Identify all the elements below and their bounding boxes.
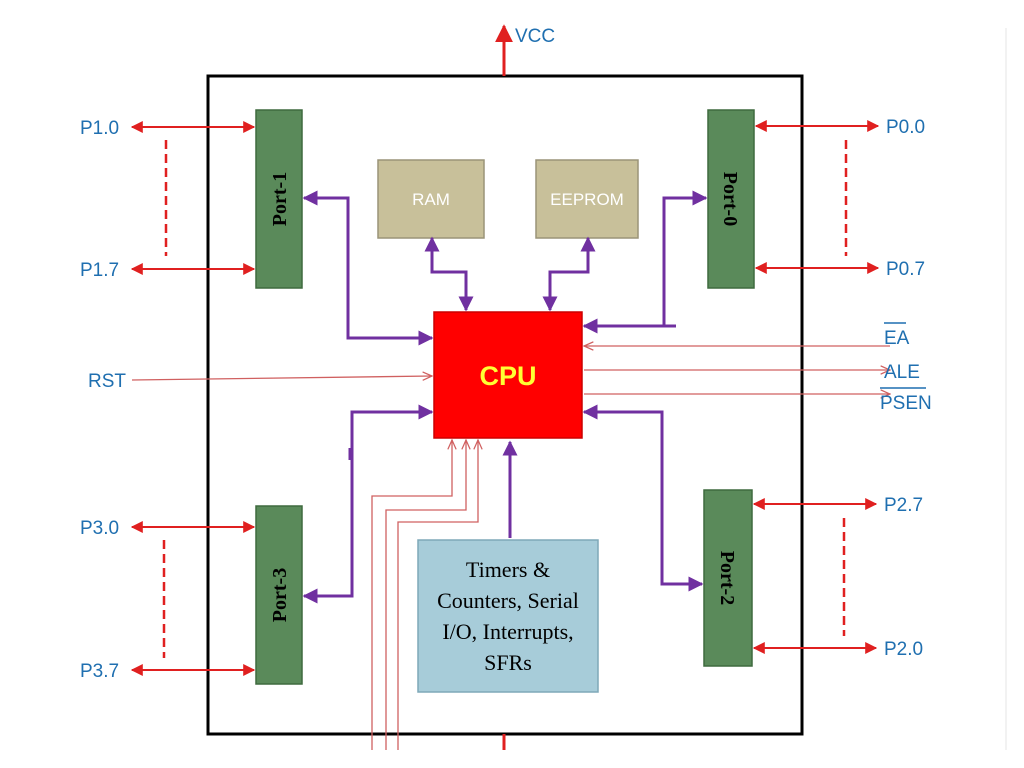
ram-label: RAM [412,190,450,209]
peripherals-block [417,539,599,693]
pin-label-p1-0: P1.0 [80,118,119,139]
pin-label-p1-7: P1.7 [80,260,119,281]
cpu-block [433,311,583,439]
bus-eeprom-cpu [542,236,596,312]
signal-label-psen: PSEN [880,393,932,414]
peripherals-line-2: Counters, Serial [437,588,579,613]
internal-bus-arrows [302,190,708,604]
pin-arrows [130,120,880,676]
port-3-block [255,505,303,685]
pin-label-p3-0: P3.0 [80,518,119,539]
signal-label-ea: EA [884,328,910,349]
ext-line-1 [371,440,452,750]
eeprom-label: EEPROM [550,190,624,209]
port-2-block [703,489,753,667]
pin-label-rst: RST [88,371,126,392]
port-1-label: Port-1 [269,172,291,226]
rst-line [131,376,432,380]
pin-label-p2-7: P2.7 [884,495,923,516]
port-1-block [255,109,303,289]
bus-port0-cpu [582,190,708,334]
port-0-block [707,109,755,289]
peripherals-line-4: SFRs [484,650,532,675]
pin-label-p3-7: P3.7 [80,661,119,682]
vcc-label: VCC [515,26,555,47]
pin-label-p0-0: P0.0 [886,117,925,138]
ext-line-3 [397,440,478,750]
bus-port2-cpu [582,404,704,592]
peripherals-line-1: Timers & [466,557,550,582]
pin-range-dashes [162,140,848,658]
port-2-label: Port-2 [716,551,738,605]
signal-label-ale: ALE [884,362,920,383]
peripherals-line-3: I/O, Interrupts, [442,619,573,644]
pin-label-p2-0: P2.0 [884,639,923,660]
bus-port3-cpu [302,404,434,604]
signal-lines [131,346,890,750]
port-0-label: Port-0 [719,172,741,226]
cpu-label: CPU [479,361,536,391]
ext-line-2 [385,440,466,750]
pin-label-p0-7: P0.7 [886,259,925,280]
bus-port1-cpu [302,190,434,346]
port-3-label: Port-3 [269,568,291,622]
bus-ram-cpu [424,236,474,312]
